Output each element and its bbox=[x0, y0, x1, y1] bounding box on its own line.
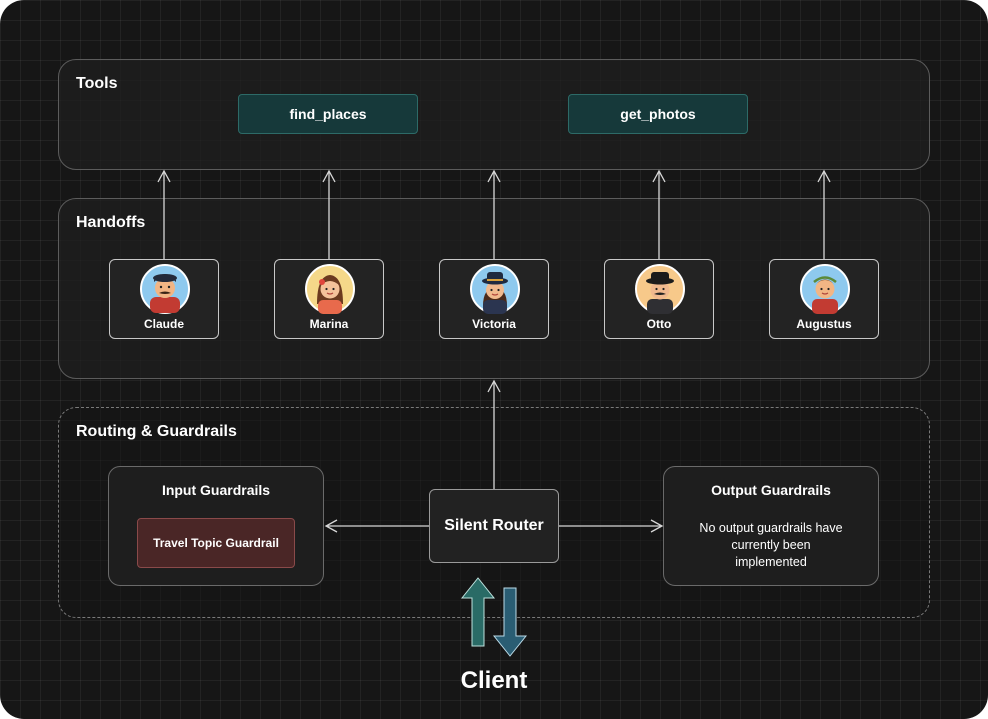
tool-get-photos[interactable]: get_photos bbox=[568, 94, 748, 134]
tool-find-places[interactable]: find_places bbox=[238, 94, 418, 134]
output-guardrails-title: Output Guardrails bbox=[711, 482, 831, 498]
arrowhead-victoria bbox=[487, 169, 501, 183]
client-down-arrow bbox=[492, 587, 528, 657]
agent-card-marina[interactable]: Marina bbox=[274, 259, 384, 339]
client-label: Client bbox=[460, 667, 528, 694]
agent-card-otto[interactable]: Otto bbox=[604, 259, 714, 339]
silent-router[interactable]: Silent Router bbox=[429, 489, 559, 563]
travel-topic-guardrail[interactable]: Travel Topic Guardrail bbox=[137, 518, 295, 568]
input-guardrails-title: Input Guardrails bbox=[161, 482, 271, 498]
agent-name-marina: Marina bbox=[309, 317, 349, 331]
agent-card-augustus[interactable]: Augustus bbox=[769, 259, 879, 339]
agent-name-claude: Claude bbox=[143, 317, 184, 331]
arrowhead-router-input bbox=[324, 519, 338, 533]
client-up-arrow bbox=[460, 577, 496, 647]
tools-title: Tools bbox=[76, 75, 118, 92]
input-guardrails-box: Input Guardrails Travel Topic Guardrail bbox=[108, 466, 324, 586]
agent-card-victoria[interactable]: Victoria bbox=[439, 259, 549, 339]
arrowhead-claude bbox=[157, 169, 171, 183]
tools-panel: Tools bbox=[58, 59, 930, 170]
arrowhead-otto bbox=[652, 169, 666, 183]
victoria-avatar-icon bbox=[470, 264, 520, 314]
agent-name-otto: Otto bbox=[646, 317, 672, 331]
arrowhead-marina bbox=[322, 169, 336, 183]
arrowhead-router-output bbox=[650, 519, 664, 533]
augustus-avatar-icon bbox=[800, 264, 850, 314]
output-guardrails-note: No output guardrails have currently been… bbox=[699, 521, 843, 569]
output-guardrails-box: Output Guardrails No output guardrails h… bbox=[663, 466, 879, 586]
handoffs-title: Handoffs bbox=[76, 214, 146, 231]
agent-card-claude[interactable]: Claude bbox=[109, 259, 219, 339]
routing-title: Routing & Guardrails bbox=[76, 423, 237, 440]
claude-avatar-icon bbox=[140, 264, 190, 314]
arrowhead-router-handoffs bbox=[487, 379, 501, 393]
arrowhead-augustus bbox=[817, 169, 831, 183]
agent-name-victoria: Victoria bbox=[472, 317, 516, 331]
otto-avatar-icon bbox=[635, 264, 685, 314]
marina-avatar-icon bbox=[305, 264, 355, 314]
agent-name-augustus: Augustus bbox=[796, 317, 852, 331]
